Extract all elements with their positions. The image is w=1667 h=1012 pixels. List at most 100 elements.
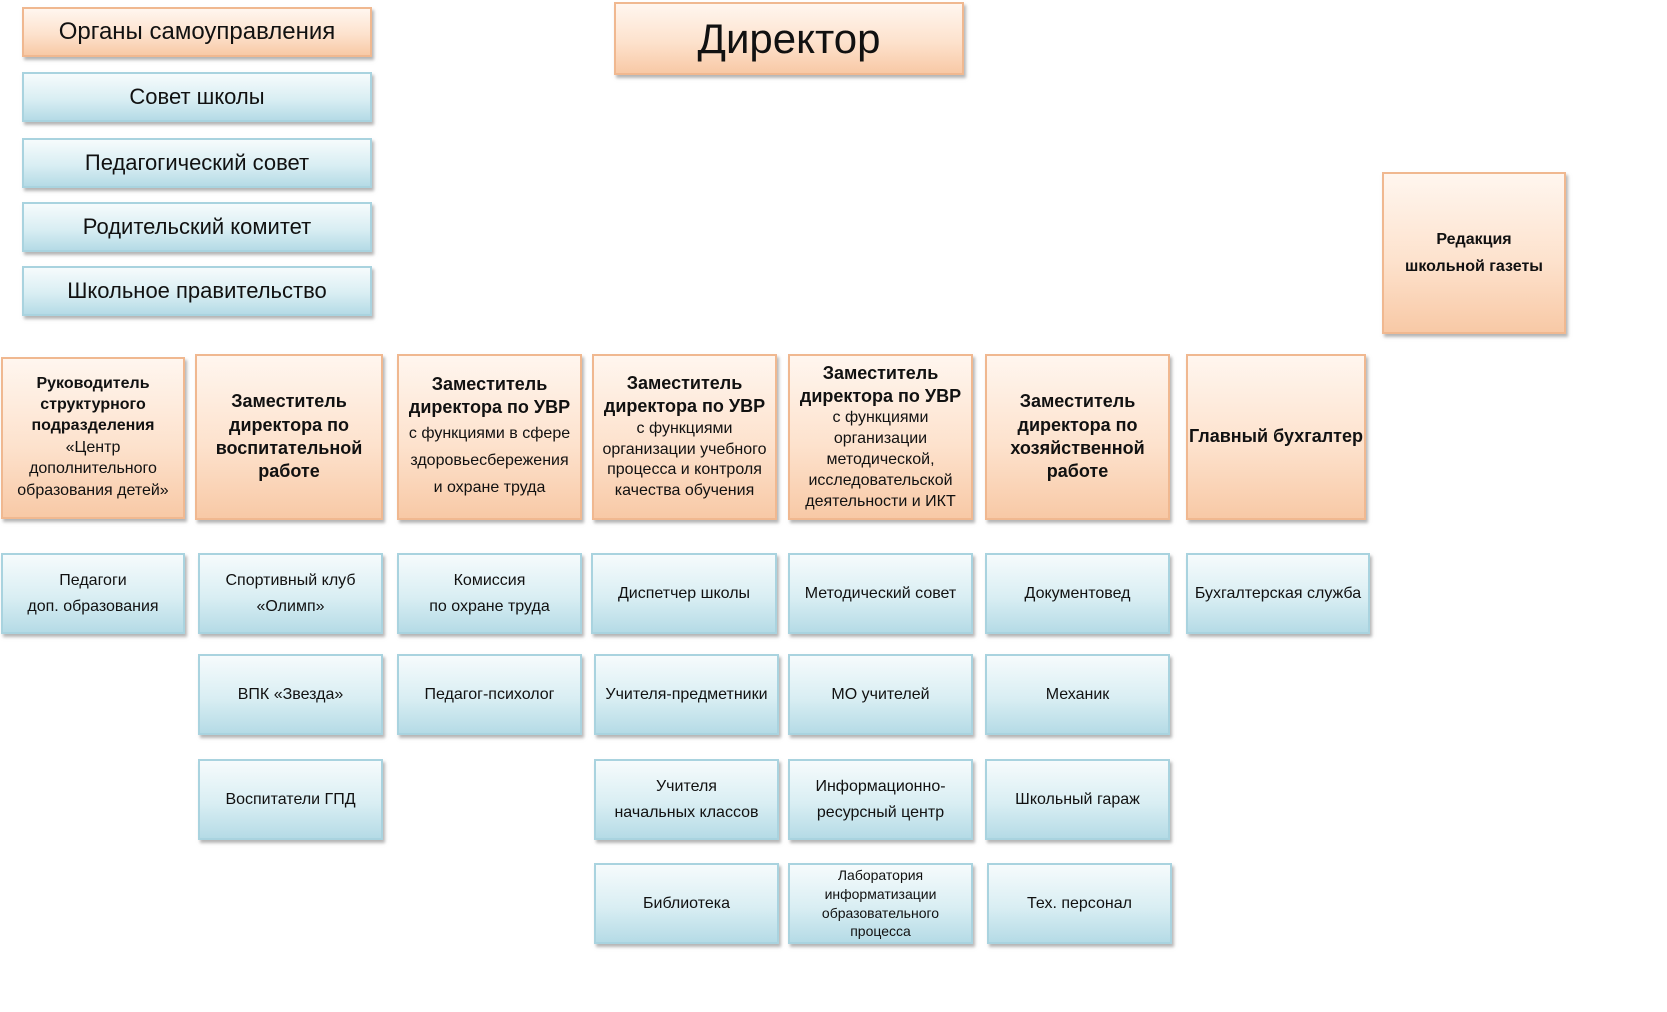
manager-box-health: Заместитель директора по УВР с функциями… [397, 354, 582, 520]
manager-title-line: Руководитель [36, 375, 150, 393]
unit-label-line: Педагоги [59, 571, 127, 589]
manager-title-line: директора по УВР [408, 397, 571, 418]
manager-desc-line: с функциями [636, 419, 733, 437]
unit-box: Учителя начальных классов [594, 759, 779, 840]
newspaper-line: школьной газеты [1405, 258, 1543, 275]
unit-label-line: Спортивный клуб [225, 571, 356, 589]
manager-desc-line: методической, [826, 450, 935, 468]
manager-desc-line: исследовательской [808, 471, 953, 489]
unit-box: Методический совет [788, 553, 973, 634]
gov-item-label: Совет школы [129, 84, 265, 109]
manager-box-education: Заместитель директора по УВР с функциями… [592, 354, 777, 520]
unit-box: МО учителей [788, 654, 973, 735]
manager-title-line: директора по УВР [799, 386, 962, 406]
manager-desc-line: «Центр [65, 438, 121, 456]
unit-box: Педагоги доп. образования [1, 553, 185, 634]
unit-label-line: Методический совет [804, 584, 957, 602]
unit-label-line: Комиссия [453, 571, 526, 589]
manager-title-line: директора по [1017, 414, 1138, 435]
manager-desc-line: качества обучения [614, 482, 755, 500]
manager-desc-line: дополнительного [29, 460, 157, 478]
unit-box: Механик [985, 654, 1170, 735]
unit-label-line: Информационно- [815, 777, 946, 795]
unit-box: Документовед [985, 553, 1170, 634]
unit-label-line: Документовед [1024, 584, 1131, 602]
manager-title-line: структурного [40, 396, 146, 414]
unit-label-line: Тех. персонал [1027, 894, 1132, 912]
manager-title-line: подразделения [31, 417, 155, 434]
newspaper-line: Редакция [1436, 230, 1512, 248]
unit-label-line: Механик [1045, 685, 1110, 703]
unit-box: Учителя-предметники [594, 654, 779, 735]
manager-title-line: Главный бухгалтер [1188, 426, 1363, 447]
manager-title-line: Заместитель [231, 391, 347, 412]
manager-desc-line: организации учебного [602, 440, 767, 458]
unit-label-line: Учителя [656, 777, 717, 795]
manager-title-line: Заместитель [626, 373, 743, 394]
manager-title-line: работе [1046, 461, 1109, 482]
unit-box: Педагог-психолог [397, 654, 582, 735]
unit-box: Лаборатория информатизации образовательн… [788, 863, 973, 944]
unit-label-line: информатизации [824, 885, 937, 902]
unit-box: Диспетчер школы [591, 553, 777, 634]
gov-item-label: Родительский комитет [82, 214, 312, 239]
unit-label-line: Лаборатория [837, 866, 924, 883]
unit-box: ВПК «Звезда» [198, 654, 383, 735]
manager-box-upbringing: Заместитель директора по воспитательной … [195, 354, 383, 520]
manager-box-economic: Заместитель директора по хозяйственной р… [985, 354, 1170, 520]
unit-box: Бухгалтерская служба [1186, 553, 1370, 634]
manager-box-accountant: Главный бухгалтер [1186, 354, 1366, 520]
unit-label-line: Воспитатели ГПД [225, 790, 356, 808]
gov-item-label: Школьное правительство [67, 278, 327, 303]
gov-pedagogical-council: Педагогический совет [22, 138, 372, 188]
unit-box: Тех. персонал [987, 863, 1172, 944]
unit-label-line: Школьный гараж [1015, 790, 1140, 808]
manager-desc-line: с функциями в сфере [408, 424, 571, 442]
manager-desc-line: организации [833, 430, 928, 448]
gov-parent-committee: Родительский комитет [22, 202, 372, 252]
unit-box: Комиссия по охране труда [397, 553, 582, 634]
newspaper-box: Редакция школьной газеты [1382, 172, 1566, 334]
unit-label-line: процесса [850, 923, 911, 940]
manager-title-line: Заместитель [1019, 391, 1136, 412]
unit-box: Спортивный клуб «Олимп» [198, 553, 383, 634]
unit-label-line: начальных классов [614, 803, 759, 821]
gov-item-label: Педагогический совет [84, 150, 310, 175]
manager-desc-line: процесса и контроля [607, 461, 762, 479]
unit-box: Воспитатели ГПД [198, 759, 383, 840]
unit-label-line: ресурсный центр [816, 803, 945, 821]
unit-box: Информационно- ресурсный центр [788, 759, 973, 840]
unit-label-line: Бухгалтерская служба [1194, 584, 1362, 602]
unit-box: Школьный гараж [985, 759, 1170, 840]
manager-title-line: директора по УВР [603, 396, 766, 417]
manager-box-center: Руководитель структурного подразделения … [1, 357, 185, 519]
manager-desc-line: образования детей» [17, 481, 169, 499]
unit-label-line: Учителя-предметники [605, 685, 768, 703]
unit-box: Библиотека [594, 863, 779, 944]
unit-label-line: Педагог-психолог [424, 685, 555, 703]
manager-title-line: хозяйственной [1010, 438, 1145, 458]
manager-title-line: воспитательной [215, 438, 363, 458]
gov-school-council: Совет школы [22, 72, 372, 122]
unit-label-line: ВПК «Звезда» [237, 685, 344, 703]
unit-label-line: по охране труда [429, 597, 550, 615]
governance-title: Органы самоуправления [58, 18, 336, 45]
director-title: Директор [697, 14, 881, 62]
director-box: Директор [614, 2, 964, 75]
governance-header: Органы самоуправления [22, 7, 372, 57]
manager-title-line: Заместитель [431, 373, 548, 394]
manager-title-line: работе [258, 461, 320, 482]
gov-school-government: Школьное правительство [22, 266, 372, 316]
unit-label-line: МО учителей [831, 685, 930, 703]
manager-title-line: директора по [229, 414, 349, 435]
unit-label-line: «Олимп» [256, 597, 325, 615]
manager-desc-line: деятельности и ИКТ [805, 492, 956, 510]
unit-label-line: Диспетчер школы [617, 584, 751, 602]
manager-title-line: Заместитель [822, 362, 939, 383]
manager-box-methodical: Заместитель директора по УВР с функциями… [788, 354, 973, 520]
manager-desc-line: здоровьесбережения [410, 451, 569, 469]
manager-desc-line: и охране труда [433, 478, 546, 496]
unit-label-line: образовательного [821, 904, 940, 921]
manager-desc-line: с функциями [832, 409, 929, 427]
unit-label-line: доп. образования [27, 597, 159, 615]
